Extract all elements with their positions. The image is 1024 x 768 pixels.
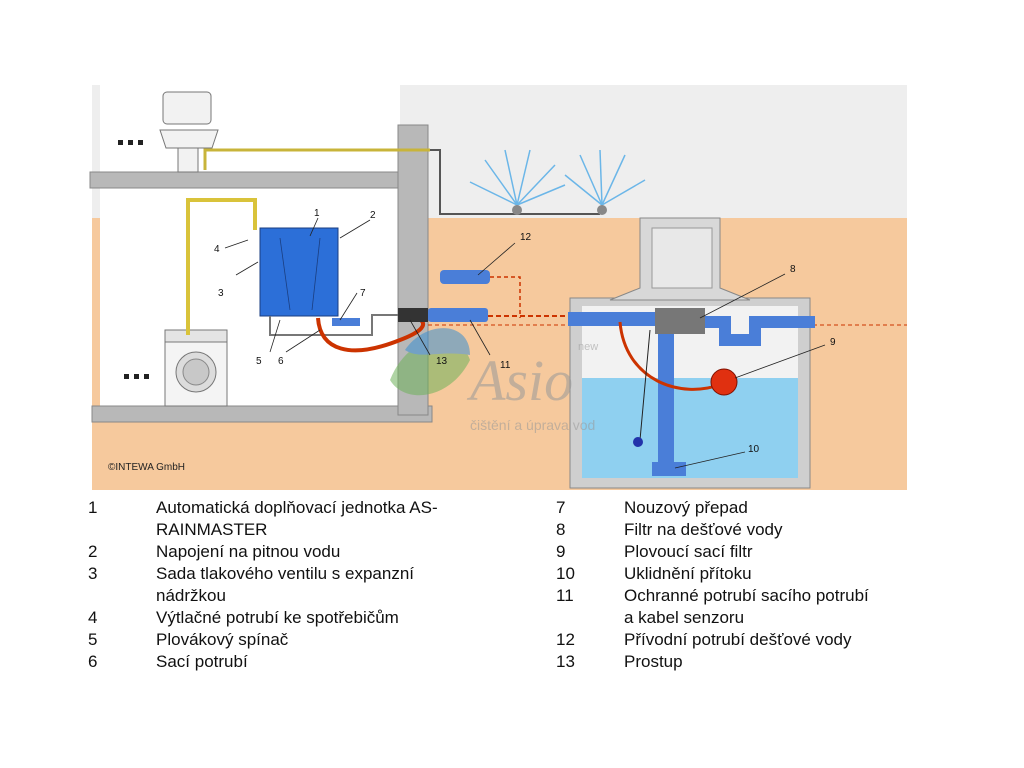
house-interior-lower xyxy=(100,188,400,408)
toilet-icon xyxy=(159,91,219,173)
floating-filter xyxy=(710,368,738,396)
callout-6: 6 xyxy=(278,356,284,367)
pressure-pipe xyxy=(186,198,257,335)
copyright-label: ©INTEWA GmbH xyxy=(108,462,185,473)
watermark-brand: Asio xyxy=(466,348,573,413)
watermark-tagline: čištění a úprava vod xyxy=(470,417,595,433)
float-hose xyxy=(618,321,723,391)
asio-watermark: Asio new čištění a úprava vod xyxy=(390,328,598,433)
callout-4: 4 xyxy=(214,244,220,255)
rainwater-inflow-pipe xyxy=(440,270,490,284)
rainwater-filter xyxy=(655,308,705,334)
callout-8: 8 xyxy=(790,264,796,275)
house-interior-upper xyxy=(100,85,400,175)
washing-machine-icon xyxy=(164,329,228,407)
callout-12: 12 xyxy=(520,232,532,243)
watermark-small: new xyxy=(578,341,598,353)
wall-penetration xyxy=(398,308,428,322)
callout-3: 3 xyxy=(218,288,224,299)
callout-11: 11 xyxy=(500,360,511,371)
callout-2: 2 xyxy=(370,210,376,221)
legend-text-1: Automatická doplňovací jednotka AS- xyxy=(156,498,438,517)
float-switch xyxy=(633,437,643,447)
calming-inlet-base xyxy=(652,462,686,476)
callout-9: 9 xyxy=(830,337,836,348)
legend-right: 7 Nouzový přepad 8 Filtr na dešťové vody… xyxy=(556,498,869,671)
overflow-siphon xyxy=(705,316,815,346)
rainmaster-unit xyxy=(259,227,339,317)
drinking-water-pipe xyxy=(203,148,430,170)
ellipsis-upper xyxy=(118,140,143,145)
rainwater-system-diagram: Asio new čištění a úprava vod 1 2 3 4 5 … xyxy=(89,85,907,490)
callout-13: 13 xyxy=(436,356,448,367)
lower-floor-slab xyxy=(91,405,433,423)
upper-floor-slab xyxy=(89,171,421,189)
tank-inlet-pipe xyxy=(568,312,658,326)
callout-5: 5 xyxy=(256,356,262,367)
legend-left: 1 Automatická doplňovací jednotka AS- RA… xyxy=(88,498,438,671)
callout-10: 10 xyxy=(748,444,760,455)
legend-num-1: 1 xyxy=(88,498,98,517)
unit-drain-pipe xyxy=(269,314,400,336)
garden-hose xyxy=(430,149,600,215)
protective-pipe xyxy=(428,308,488,322)
sprinkler-icon xyxy=(469,149,646,206)
calming-inlet xyxy=(658,334,674,464)
callout-7: 7 xyxy=(360,288,366,299)
ellipsis-lower xyxy=(124,374,149,379)
float-switch-cable xyxy=(639,329,651,441)
callout-1: 1 xyxy=(314,208,320,219)
inflow-dashed xyxy=(490,276,521,318)
legend-text-1b: RAINMASTER xyxy=(156,520,268,539)
overflow-pipe xyxy=(332,318,360,326)
tank-water xyxy=(582,378,798,478)
